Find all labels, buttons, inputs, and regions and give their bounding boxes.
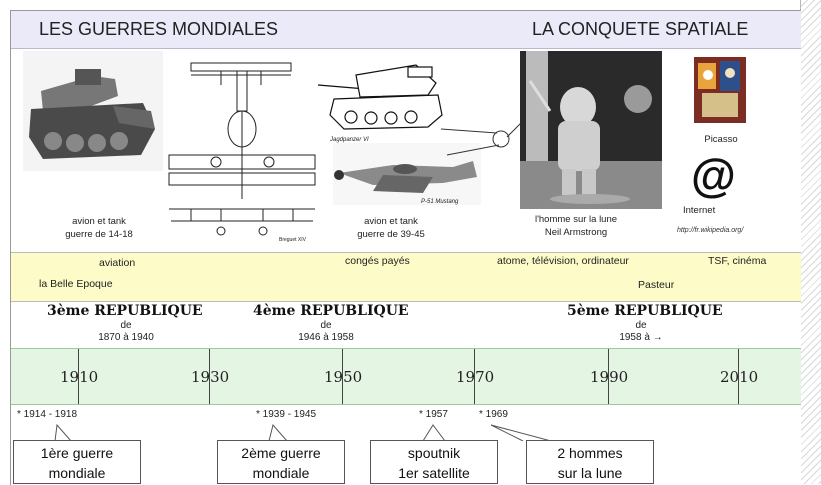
caption-moon: l'homme sur la lune Neil Armstrong: [534, 214, 618, 238]
republic-3-range: 1870 à 1940: [98, 332, 154, 343]
header-band: [11, 11, 801, 49]
invention-pasteur: Pasteur: [638, 279, 675, 291]
ww2-plane-image: P-51 Mustang: [333, 143, 481, 205]
invention-atome: atome, télévision, ordinateur: [497, 255, 629, 267]
caption-ww2: avion et tank guerre de 39-45: [357, 216, 425, 240]
invention-belle-epoque: la Belle Epoque: [39, 278, 113, 290]
header-world-wars: LES GUERRES MONDIALES: [39, 19, 279, 39]
ww1-tank-image: [23, 51, 163, 171]
tick-1990: [608, 349, 609, 404]
picasso-painting-image: [694, 57, 746, 123]
mustang-label: P-51 Mustang: [421, 199, 459, 205]
jagdpanzer-label: Jagdpanzer VI: [329, 137, 369, 143]
invention-tsf: TSF, cinéma: [708, 255, 767, 267]
event-box-spoutnik: spoutnik 1er satellite: [370, 440, 498, 484]
invention-conges: congés payés: [345, 255, 410, 267]
event-date-ww1: * 1914 - 1918: [17, 409, 78, 420]
header-space-race: LA CONQUETE SPATIALE: [532, 19, 749, 39]
republic-3-title: 3ème REPUBLIQUE: [47, 303, 203, 319]
event-date-spoutnik: * 1957: [419, 409, 448, 420]
biplane-label: Breguet XIV: [279, 237, 307, 243]
inventions-band: [11, 252, 801, 302]
event-date-ww2: * 1939 - 1945: [256, 409, 317, 420]
tick-1970: [474, 349, 475, 404]
tick-1930: [209, 349, 210, 404]
year-1990: 1990: [590, 368, 629, 386]
ww2-tank-image: Jagdpanzer VI: [317, 64, 443, 143]
republic-5-title: 5ème REPUBLIQUE: [567, 303, 723, 319]
republic-4-range: 1946 à 1958: [298, 332, 354, 343]
year-2010: 2010: [720, 368, 759, 386]
tick-1910: [78, 349, 79, 404]
moon-landing-image: [520, 51, 662, 209]
tick-2010: [738, 349, 739, 404]
event-date-moon: * 1969: [479, 409, 508, 420]
event-box-ww1: 1ère guerre mondiale: [13, 440, 141, 484]
republic-5-range: 1958 à →: [619, 332, 663, 343]
event-box-ww2: 2ème guerre mondiale: [217, 440, 345, 484]
tick-1950: [342, 349, 343, 404]
year-1910: 1910: [60, 368, 99, 386]
republic-3-de: de: [120, 320, 132, 331]
timeline-band: 1910 1930 1950 1970 1990 2010: [11, 348, 801, 405]
invention-aviation: aviation: [99, 257, 136, 269]
at-sign-icon: @: [691, 149, 736, 201]
event-pointers: [54, 423, 552, 441]
document-page: LES GUERRES MONDIALES LA CONQUETE SPATIA…: [10, 10, 801, 485]
internet-url: http://fr.wikipedia.org/: [677, 227, 744, 234]
event-box-moon: 2 hommes sur la lune: [526, 440, 654, 484]
ww1-biplane-image: Breguet XIV: [168, 62, 316, 243]
year-1950: 1950: [324, 368, 363, 386]
page-margin-hatch: [800, 0, 821, 484]
republic-5-de: de: [635, 320, 647, 331]
year-1930: 1930: [191, 368, 230, 386]
republic-4-title: 4ème REPUBLIQUE: [253, 303, 409, 319]
caption-ww1: avion et tank guerre de 14-18: [65, 216, 133, 240]
caption-picasso: Picasso: [704, 134, 738, 145]
republic-4-de: de: [320, 320, 332, 331]
year-1970: 1970: [456, 368, 495, 386]
caption-internet: Internet: [683, 205, 716, 216]
